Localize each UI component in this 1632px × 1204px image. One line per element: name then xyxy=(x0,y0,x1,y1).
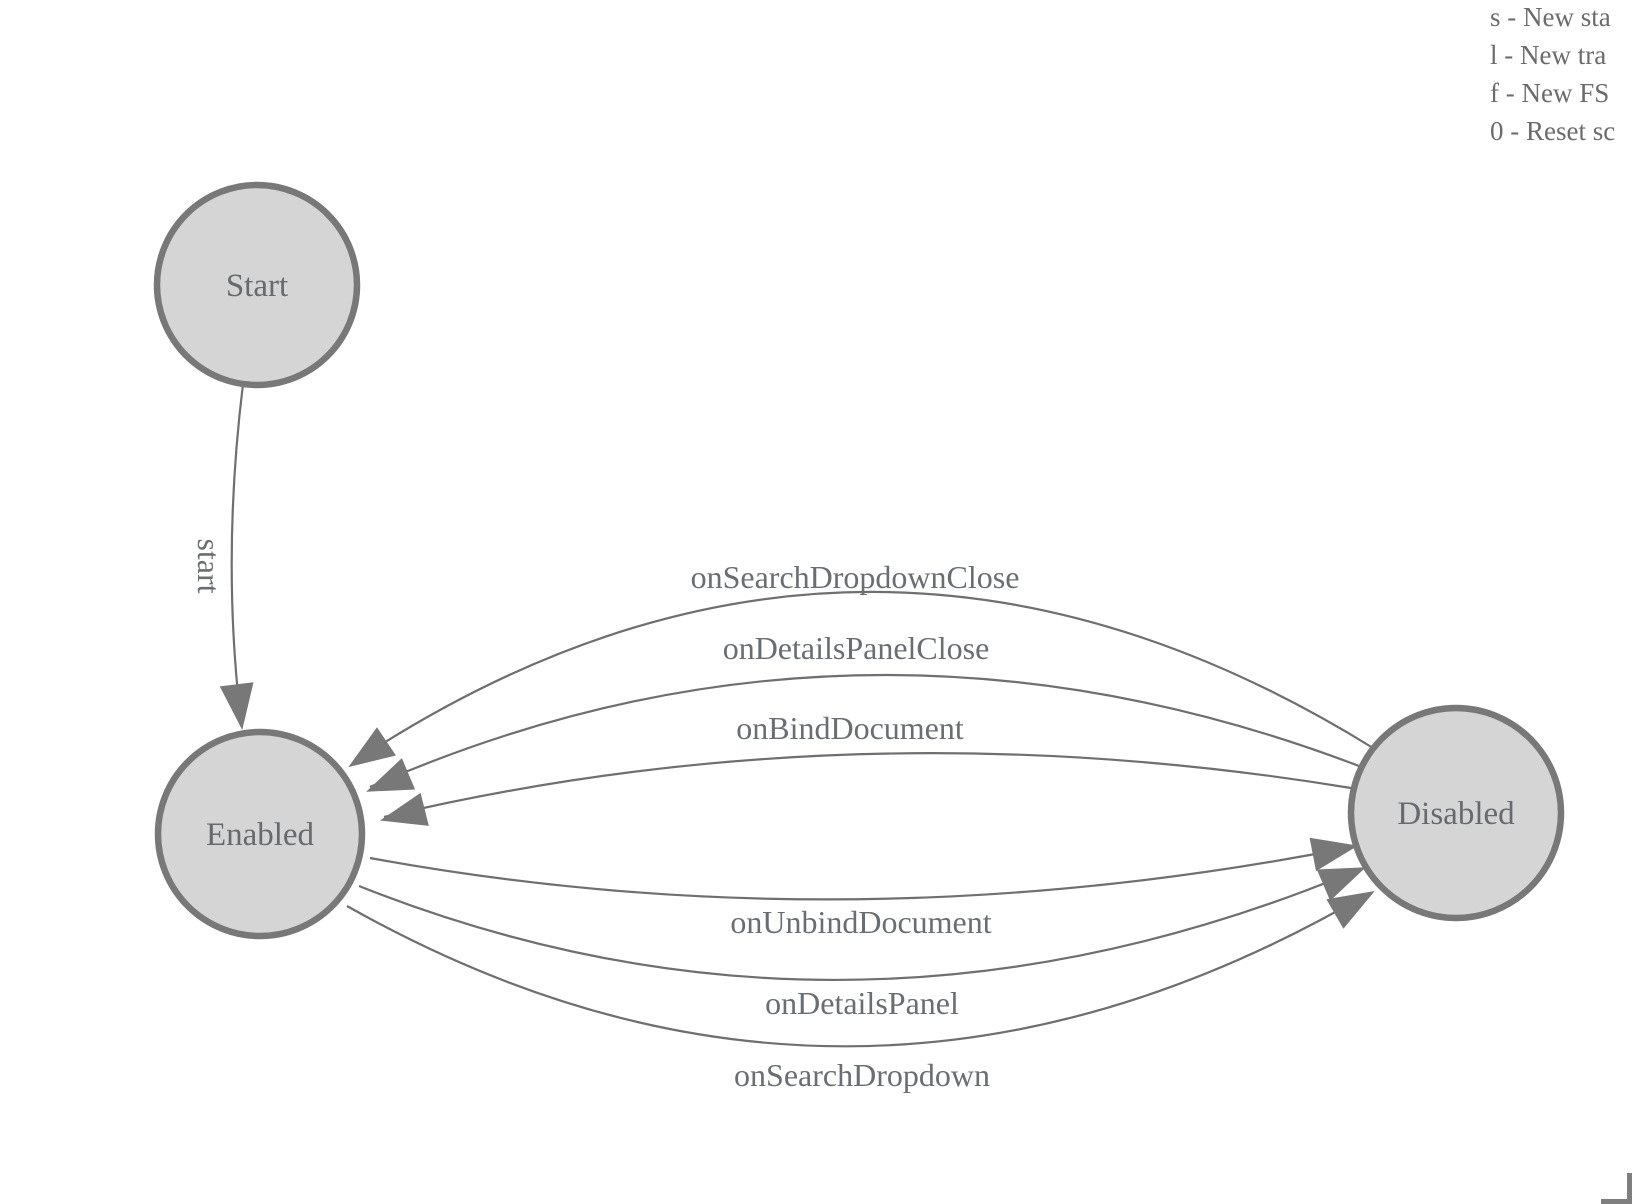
edge-on-details-panel[interactable] xyxy=(358,867,1361,982)
edge-label-on-search-dropdown-close[interactable]: onSearchDropdownClose xyxy=(691,559,1020,595)
edge-label-on-search-dropdown[interactable]: onSearchDropdown xyxy=(734,1057,990,1093)
canvas-corner-horizontal-bar xyxy=(1601,1199,1632,1204)
state-disabled[interactable]: Disabled xyxy=(1347,704,1565,922)
edge-on-search-dropdown[interactable] xyxy=(346,892,1370,1048)
legend-line-new-transition: l - New tra xyxy=(1490,40,1607,70)
state-enabled[interactable]: Enabled xyxy=(154,728,366,940)
legend-line-reset: 0 - Reset sc xyxy=(1490,116,1616,146)
state-disabled-label: Disabled xyxy=(1397,796,1515,832)
edge-label-on-unbind-document[interactable]: onUnbindDocument xyxy=(730,904,991,940)
arrowhead-start xyxy=(219,682,254,730)
arrowhead-on-unbind-document xyxy=(1309,837,1358,872)
state-enabled-circle[interactable] xyxy=(154,728,366,940)
state-start-label: Start xyxy=(226,268,288,304)
arrowhead-on-search-dropdown xyxy=(1326,891,1375,929)
edge-on-search-dropdown-close[interactable] xyxy=(353,590,1374,763)
state-disabled-circle[interactable] xyxy=(1347,704,1565,922)
shortcut-legend: s - New sta l - New tra f - New FS 0 - R… xyxy=(1490,0,1615,150)
edge-label-on-details-panel[interactable]: onDetailsPanel xyxy=(765,985,959,1021)
edge-start[interactable] xyxy=(230,383,245,714)
legend-line-new-fsm: f - New FS xyxy=(1490,78,1610,108)
state-enabled-label: Enabled xyxy=(206,817,315,853)
state-start-circle[interactable] xyxy=(153,181,361,389)
edge-label-on-bind-document[interactable]: onBindDocument xyxy=(736,710,964,746)
edge-on-details-panel-close[interactable] xyxy=(369,673,1360,789)
canvas-corner-vertical-bar xyxy=(1627,1173,1632,1204)
arrowhead-on-bind-document xyxy=(380,792,429,826)
edge-label-start[interactable]: start xyxy=(191,538,227,593)
edge-on-bind-document[interactable] xyxy=(383,752,1352,819)
edge-on-unbind-document[interactable] xyxy=(369,845,1353,901)
edge-label-on-details-panel-close[interactable]: onDetailsPanelClose xyxy=(723,630,990,666)
legend-line-new-state: s - New sta xyxy=(1490,2,1611,32)
arrowhead-on-search-dropdown-close xyxy=(348,727,396,768)
arrowhead-on-details-panel xyxy=(1316,867,1366,901)
arrowhead-on-details-panel-close xyxy=(366,758,416,792)
state-start[interactable]: Start xyxy=(153,181,361,389)
